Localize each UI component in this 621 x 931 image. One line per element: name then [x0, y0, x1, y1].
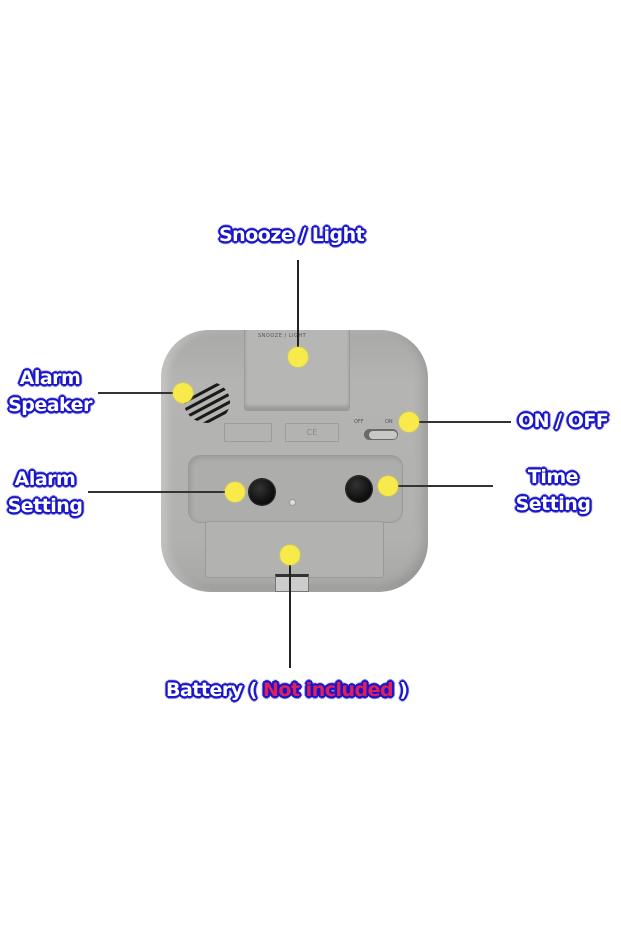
label-time-setting-line1: Time [527, 466, 579, 488]
speaker-leader-line [98, 392, 182, 394]
battery-leader-line [289, 555, 291, 668]
time-setting-marker-dot [378, 476, 398, 496]
label-battery-suffix: ) [393, 679, 408, 701]
alarm-setting-knob[interactable] [249, 479, 275, 505]
snooze-embossed-text: SNOOZE / LIGHT [258, 333, 307, 339]
on-off-marker-dot [399, 412, 419, 432]
on-off-leader-line [411, 421, 511, 423]
indicator-led [289, 499, 296, 506]
label-alarm-speaker: Alarm Speaker [4, 365, 96, 419]
alarm-setting-leader-line [88, 491, 234, 493]
snooze-leader-line [297, 260, 299, 357]
label-battery-not-included: Not included [263, 679, 394, 701]
time-setting-knob[interactable] [346, 476, 372, 502]
label-alarm-setting-line2: Setting [7, 495, 83, 517]
alarm-setting-marker-dot [225, 482, 245, 502]
label-battery-prefix: Battery ( [166, 679, 264, 701]
label-alarm-setting: Alarm Setting [2, 466, 88, 520]
label-time-setting-line2: Setting [515, 493, 591, 515]
time-setting-leader-line [388, 485, 493, 487]
label-alarm-speaker-line1: Alarm [19, 367, 81, 389]
ce-mark: CE [285, 423, 339, 442]
speaker-marker-dot [173, 383, 193, 403]
battery-latch[interactable] [275, 574, 309, 592]
switch-off-label: OFF [354, 419, 364, 425]
switch-on-label: ON [385, 419, 393, 425]
snooze-marker-dot [288, 347, 308, 367]
label-snooze-light: Snooze / Light [219, 224, 365, 246]
model-plate [224, 423, 272, 442]
label-on-off: ON / OFF [518, 410, 609, 432]
label-time-setting: Time Setting [508, 464, 598, 518]
switch-slider[interactable] [369, 431, 397, 439]
label-alarm-speaker-line2: Speaker [8, 394, 92, 416]
label-battery: Battery ( Not included ) [166, 677, 408, 704]
label-alarm-setting-line1: Alarm [14, 468, 76, 490]
battery-marker-dot [280, 545, 300, 565]
